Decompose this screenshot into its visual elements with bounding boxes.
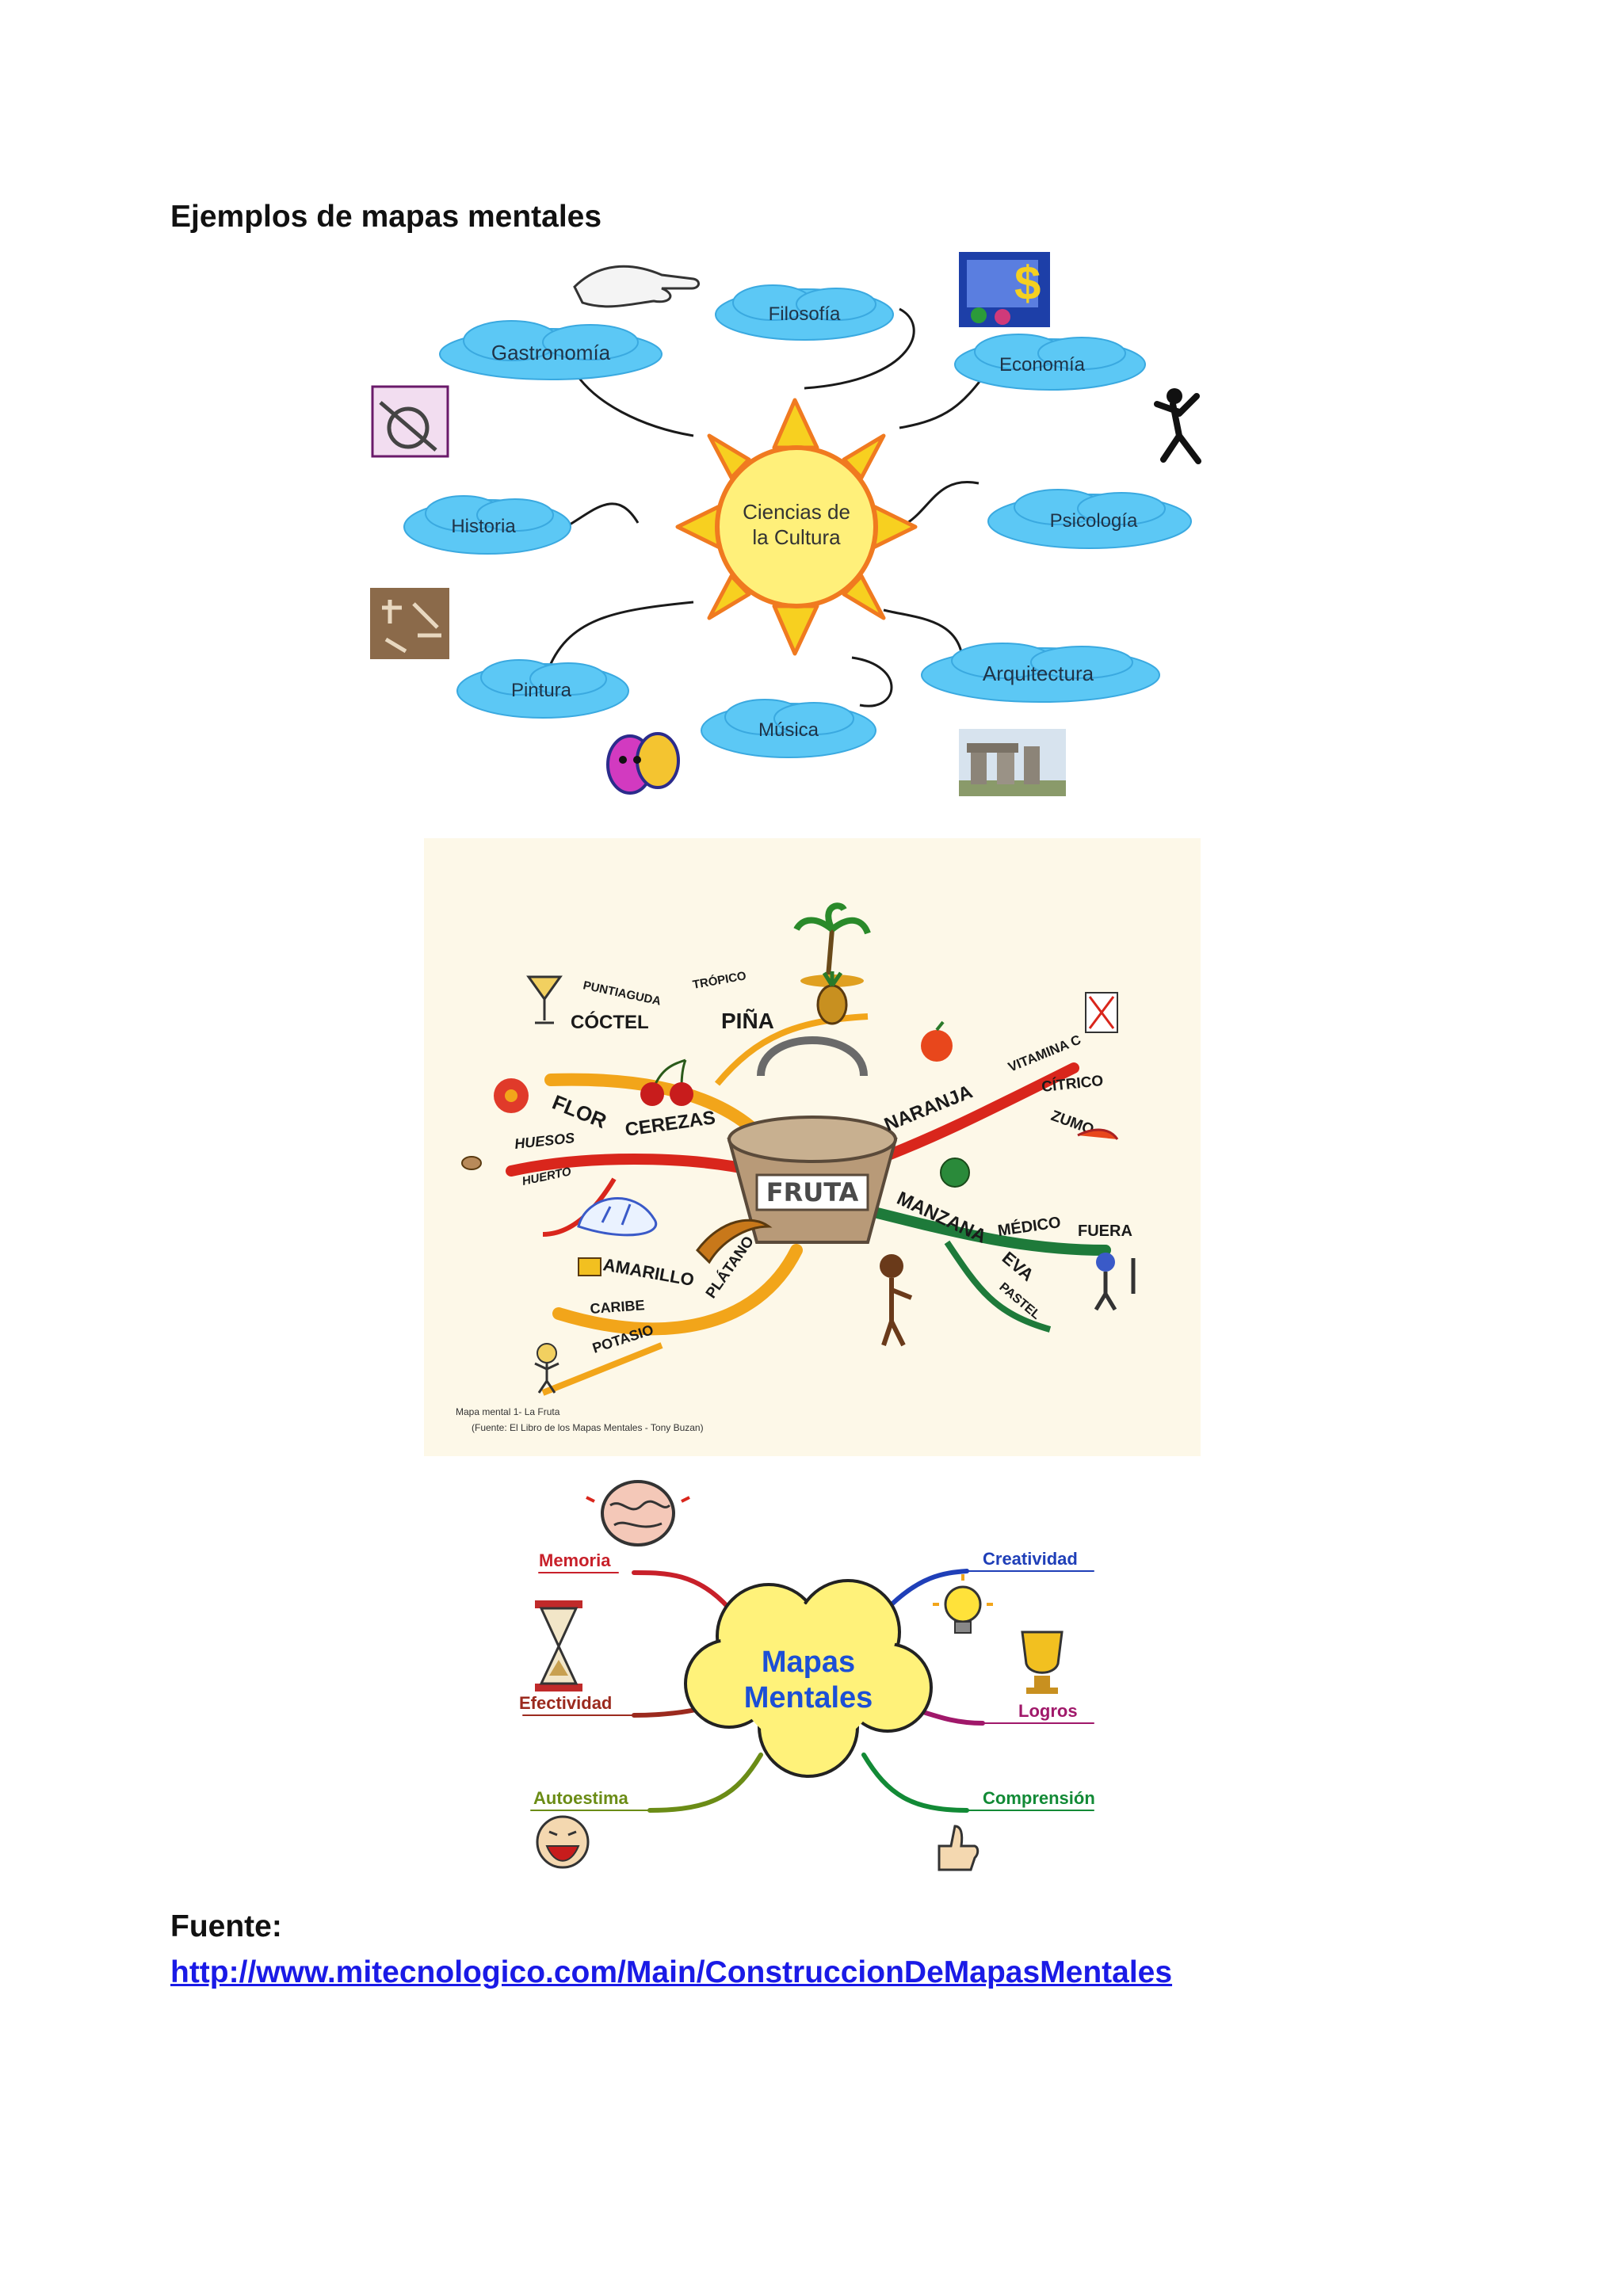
seeds-icon bbox=[461, 1156, 482, 1170]
sun-center bbox=[715, 445, 878, 608]
branch-arquitectura: Arquitectura bbox=[983, 662, 1094, 685]
eva-figure-icon bbox=[880, 1254, 913, 1347]
banana-icon bbox=[696, 1219, 773, 1264]
tree-icon bbox=[577, 1197, 657, 1237]
juice-icon bbox=[1077, 992, 1119, 1140]
cloud-psicologia bbox=[987, 489, 1192, 549]
pineapple-icon bbox=[816, 971, 848, 1025]
thumbs-up-icon bbox=[938, 1825, 980, 1871]
orange-icon bbox=[921, 1020, 953, 1062]
word-fuera: FUERA bbox=[1078, 1222, 1132, 1240]
svg-text:$: $ bbox=[1014, 257, 1041, 310]
finance-icon: $ bbox=[959, 252, 1050, 327]
branch-pintura: Pintura bbox=[511, 680, 572, 701]
stonehenge-icon bbox=[959, 729, 1066, 796]
branch-economia: Economía bbox=[999, 354, 1086, 376]
yellow-square-icon bbox=[578, 1257, 601, 1276]
flower-icon bbox=[494, 1078, 529, 1113]
cloud-pintura bbox=[456, 659, 629, 719]
dancer-icon bbox=[1154, 388, 1201, 464]
word-caribe: CARIBE bbox=[590, 1297, 645, 1317]
theater-masks-icon bbox=[606, 732, 680, 795]
branch-creatividad: Creatividad bbox=[983, 1549, 1078, 1569]
branch-memoria: Memoria bbox=[539, 1550, 611, 1570]
cocktail-icon bbox=[526, 975, 563, 1024]
cloud-arquitectura bbox=[921, 643, 1160, 703]
branch-filosofia: Filosofía bbox=[769, 303, 841, 325]
trophy-icon bbox=[1021, 1630, 1064, 1694]
cooking-icon bbox=[371, 385, 449, 458]
fruit-center-label: FRUTA bbox=[766, 1177, 859, 1207]
center-label-1: Mapas bbox=[762, 1646, 855, 1679]
branch-gastronomia: Gastronomía bbox=[491, 341, 611, 364]
branch-efectividad: Efectividad bbox=[519, 1693, 612, 1713]
center-label-2: Mentales bbox=[744, 1681, 873, 1714]
cloud-economia bbox=[954, 334, 1146, 391]
apple-icon bbox=[940, 1158, 970, 1188]
lightbulb-icon bbox=[933, 1574, 993, 1634]
running-figures-icon bbox=[1094, 1253, 1136, 1311]
laughing-face-icon bbox=[536, 1815, 590, 1869]
fruit-basket bbox=[727, 1036, 898, 1244]
center-line-2: la Cultura bbox=[752, 525, 841, 549]
fruit-mind-map: FRUTA PUNTIAGUDA TRÓPICO CÓCTEL PIÑA VIT… bbox=[424, 838, 1201, 1456]
hand-icon bbox=[573, 265, 700, 308]
child-icon bbox=[534, 1343, 559, 1394]
cloud-gastronomia bbox=[439, 320, 663, 380]
branch-psicologia: Psicología bbox=[1050, 510, 1138, 532]
culture-mind-map: Ciencias de la Cultura Gastronomía Filos… bbox=[370, 252, 1201, 796]
cloud-musica bbox=[701, 699, 876, 758]
cherries-icon bbox=[640, 1058, 693, 1106]
source-link[interactable]: http://www.mitecnologico.com/Main/Constr… bbox=[170, 1955, 1173, 1989]
mind-maps-benefits-map: Mapas Mentales Memoria Creatividad Efect… bbox=[519, 1480, 1095, 1871]
branch-autoestima: Autoestima bbox=[533, 1788, 629, 1808]
source-label: Fuente: bbox=[170, 1909, 282, 1943]
word-pina: PIÑA bbox=[721, 1009, 774, 1033]
branch-musica: Música bbox=[758, 719, 819, 741]
branch-historia: Historia bbox=[451, 516, 516, 537]
branch-logros: Logros bbox=[1018, 1701, 1078, 1721]
word-coctel: CÓCTEL bbox=[571, 1011, 649, 1033]
brain-icon bbox=[586, 1480, 690, 1547]
branch-comprension: Comprensión bbox=[983, 1788, 1095, 1808]
page-heading: Ejemplos de mapas mentales bbox=[170, 200, 602, 234]
fruit-caption-2: (Fuente: El Libro de los Mapas Mentales … bbox=[472, 1422, 704, 1433]
petroglyph-icon bbox=[370, 588, 449, 659]
fruit-caption-1: Mapa mental 1- La Fruta bbox=[456, 1406, 560, 1417]
hourglass-icon bbox=[535, 1600, 582, 1691]
cloud-historia bbox=[403, 495, 571, 555]
center-line-1: Ciencias de bbox=[743, 500, 850, 524]
cloud-filosofia bbox=[715, 284, 894, 341]
